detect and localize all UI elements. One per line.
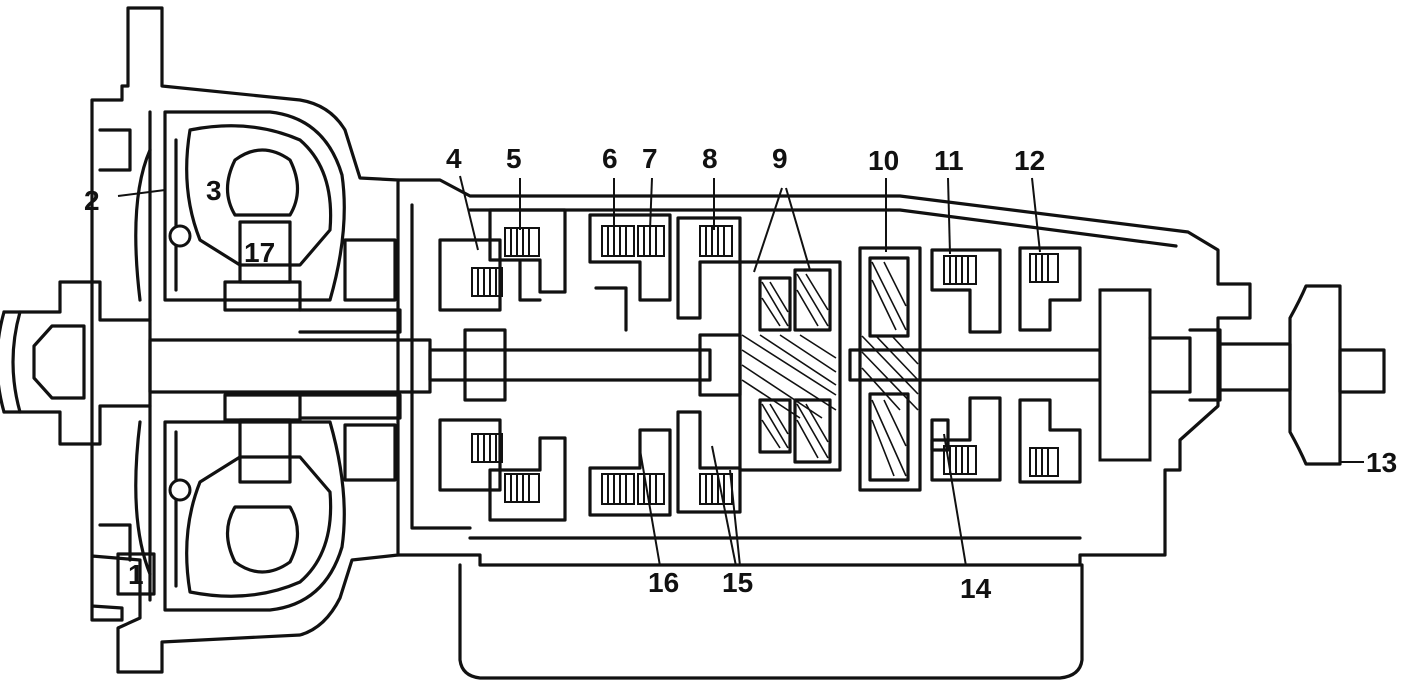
- callout-8: 8: [702, 143, 718, 174]
- callout-labels: 1 2 3 4 5 6 7 8 9 10 11 12 13 14 15 16 1…: [84, 143, 1397, 604]
- callout-5: 5: [506, 143, 522, 174]
- callout-6: 6: [602, 143, 618, 174]
- callout-2: 2: [84, 185, 100, 216]
- callout-4: 4: [446, 143, 462, 174]
- callout-3: 3: [206, 175, 222, 206]
- callout-9: 9: [772, 143, 788, 174]
- callout-17: 17: [244, 237, 275, 268]
- callout-13: 13: [1366, 447, 1397, 478]
- input-shaft: [0, 280, 432, 446]
- callout-14: 14: [960, 573, 992, 604]
- output-section: [1098, 284, 1386, 466]
- leader-lines: [117, 175, 1364, 567]
- torque-converter: [134, 110, 402, 612]
- callout-1: 1: [128, 559, 144, 590]
- callout-10: 10: [868, 145, 899, 176]
- clutch-packs-upper: [438, 208, 1082, 334]
- callout-16: 16: [648, 567, 679, 598]
- callout-11: 11: [934, 145, 964, 176]
- clutch-packs-lower: [438, 396, 1082, 522]
- callout-12: 12: [1014, 145, 1045, 176]
- callout-7: 7: [642, 143, 658, 174]
- callout-15: 15: [722, 567, 753, 598]
- planetary-gearsets: [738, 246, 950, 492]
